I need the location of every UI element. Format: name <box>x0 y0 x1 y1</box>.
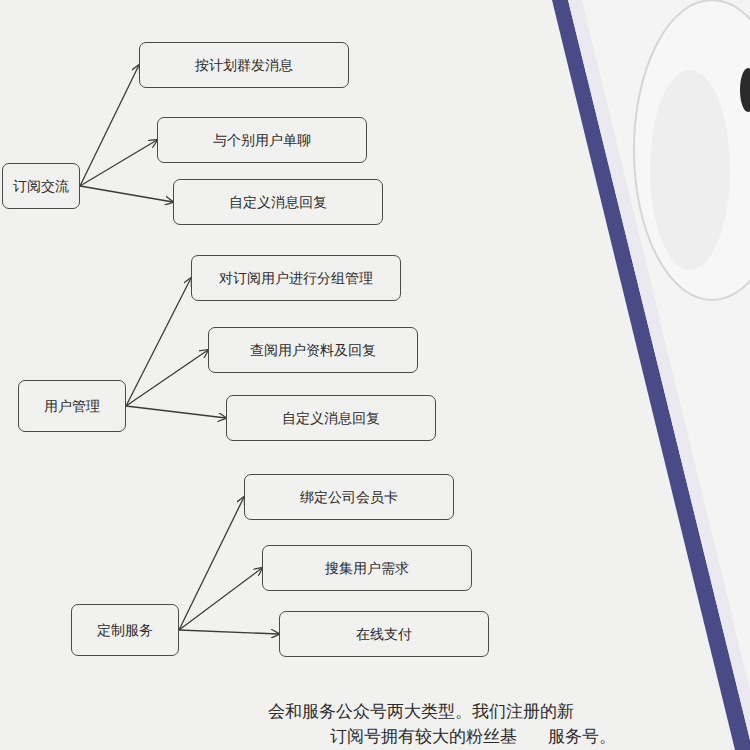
box-text: 在线支付 <box>356 626 412 643</box>
box-text: 绑定公司会员卡 <box>300 489 398 506</box>
box-text: 自定义消息回复 <box>282 410 380 427</box>
box-text: 搜集用户需求 <box>325 560 409 577</box>
box-text: 定制服务 <box>97 622 153 639</box>
arrow-connector <box>126 406 226 418</box>
box-text: 订阅交流 <box>13 178 69 195</box>
arrow-connector <box>179 568 262 630</box>
feature-box: 搜集用户需求 <box>262 545 472 591</box>
category-box: 定制服务 <box>71 604 179 656</box>
cup-shade <box>650 70 730 270</box>
feature-box: 与个别用户单聊 <box>157 117 367 163</box>
box-text: 用户管理 <box>44 398 100 415</box>
box-text: 对订阅用户进行分组管理 <box>219 270 373 287</box>
arrow-connector <box>179 630 279 634</box>
category-box: 订阅交流 <box>2 163 80 209</box>
box-text: 按计划群发消息 <box>195 57 293 74</box>
white-cup <box>634 0 750 300</box>
feature-box: 在线支付 <box>279 611 489 657</box>
box-text: 自定义消息回复 <box>229 194 327 211</box>
feature-box: 查阅用户资料及回复 <box>208 327 418 373</box>
arrow-connector <box>80 186 173 202</box>
body-text: 订阅号拥有较大的粉丝基 <box>330 725 517 748</box>
arrow-connector <box>126 350 208 406</box>
feature-box: 按计划群发消息 <box>139 42 349 88</box>
box-text: 与个别用户单聊 <box>213 132 311 149</box>
feature-box: 自定义消息回复 <box>173 179 383 225</box>
category-box: 用户管理 <box>18 380 126 432</box>
feature-box: 自定义消息回复 <box>226 395 436 441</box>
arrow-connector <box>179 497 244 630</box>
body-text: 会和服务公众号两大类型。我们注册的新 <box>268 700 574 723</box>
body-text: 服务号。 <box>548 725 616 748</box>
arrow-connector <box>126 278 191 406</box>
cup-inside <box>740 68 750 112</box>
feature-box: 绑定公司会员卡 <box>244 474 454 520</box>
box-text: 查阅用户资料及回复 <box>250 342 376 359</box>
feature-box: 对订阅用户进行分组管理 <box>191 255 401 301</box>
arrow-connector <box>80 140 157 186</box>
